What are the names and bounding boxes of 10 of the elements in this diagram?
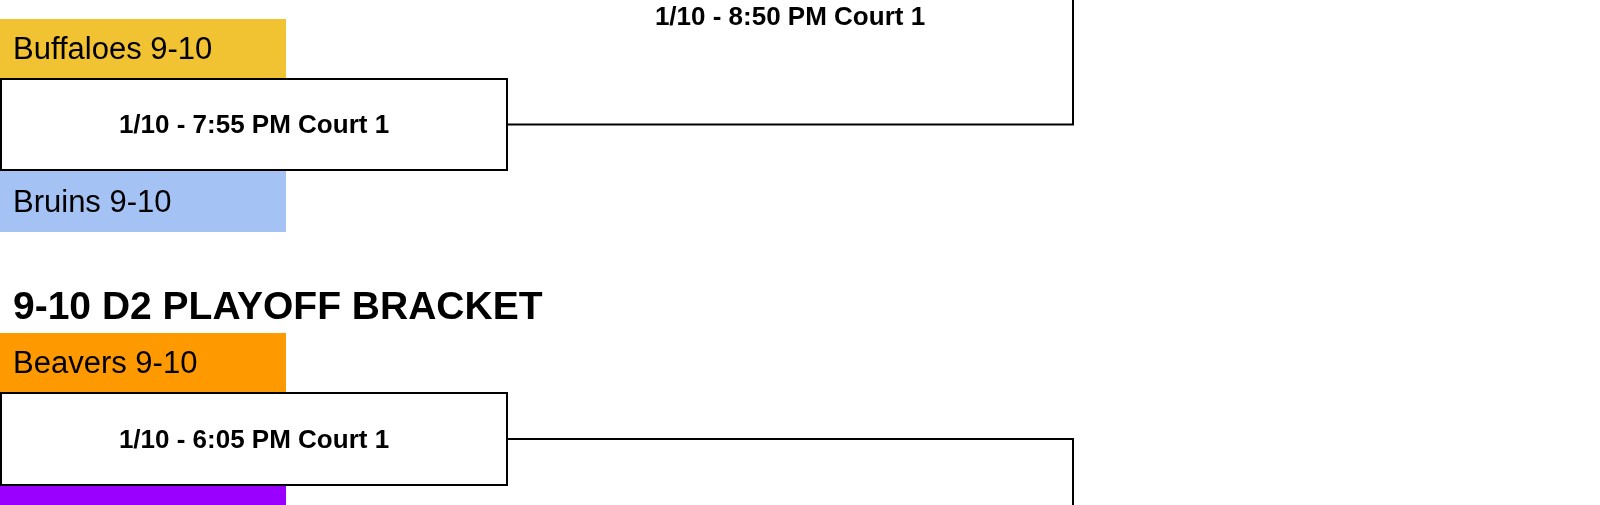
team-slot: Buffaloes 9-10 [0, 19, 286, 78]
bracket-line [507, 438, 1074, 505]
match-time-label: 1/10 - 8:50 PM Court 1 [653, 2, 927, 31]
match-box: 1/10 - 6:05 PM Court 1 [0, 392, 508, 486]
match-box: 1/10 - 7:55 PM Court 1 [0, 78, 508, 171]
team-slot: Beavers 9-10 [0, 333, 286, 392]
team-slot [0, 486, 286, 505]
bracket-line [507, 0, 1074, 126]
team-slot: Bruins 9-10 [0, 171, 286, 232]
bracket-title: 9-10 D2 PLAYOFF BRACKET [13, 285, 544, 328]
